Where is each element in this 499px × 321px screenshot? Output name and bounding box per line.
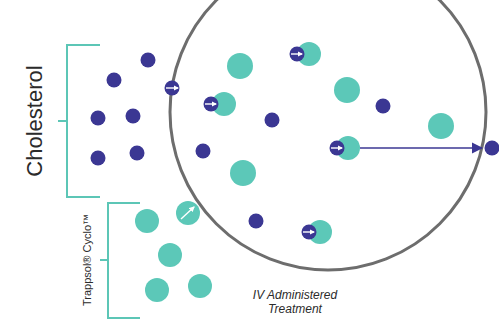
binding-arrow <box>291 53 302 54</box>
cholesterol-molecule <box>196 144 211 159</box>
cholesterol-molecule <box>330 141 345 156</box>
cholesterol-molecule <box>302 225 317 240</box>
trappsol-label: Trappsol® Cyclo™ <box>81 214 94 306</box>
trappsol-molecule <box>428 113 454 139</box>
efflux-arrow <box>360 147 482 149</box>
trappsol-molecule <box>135 209 159 233</box>
cholesterol-molecule <box>204 97 219 112</box>
trappsol-molecule <box>188 274 212 298</box>
binding-arrow <box>181 207 194 219</box>
cholesterol-molecule <box>165 81 180 96</box>
cell-membrane <box>170 0 486 270</box>
trappsol-molecule <box>227 53 253 79</box>
cholesterol-molecule <box>91 151 106 166</box>
cholesterol-molecule <box>290 47 305 62</box>
cholesterol-label: Cholesterol <box>22 65 48 176</box>
binding-arrow <box>205 103 216 104</box>
cholesterol-molecule <box>126 109 141 124</box>
cholesterol-molecule <box>485 141 499 156</box>
cholesterol-molecule <box>141 53 156 68</box>
cholesterol-molecule <box>130 146 145 161</box>
trappsol-molecule <box>334 77 360 103</box>
cholesterol-molecule <box>91 111 106 126</box>
cholesterol-molecule <box>265 113 280 128</box>
trappsol-molecule <box>145 278 169 302</box>
binding-arrow <box>331 147 342 148</box>
treatment-label: IV Administered Treatment <box>240 288 350 317</box>
cholesterol-molecule <box>376 99 391 114</box>
trappsol-molecule <box>176 201 200 225</box>
trappsol-molecule <box>158 243 182 267</box>
cholesterol-molecule <box>107 73 122 88</box>
trappsol-bracket <box>100 203 140 318</box>
binding-arrow <box>166 87 178 88</box>
trappsol-molecule <box>230 160 256 186</box>
cholesterol-molecule <box>249 214 264 229</box>
binding-arrow <box>303 231 314 232</box>
molecules <box>91 42 499 302</box>
brackets <box>58 45 140 318</box>
